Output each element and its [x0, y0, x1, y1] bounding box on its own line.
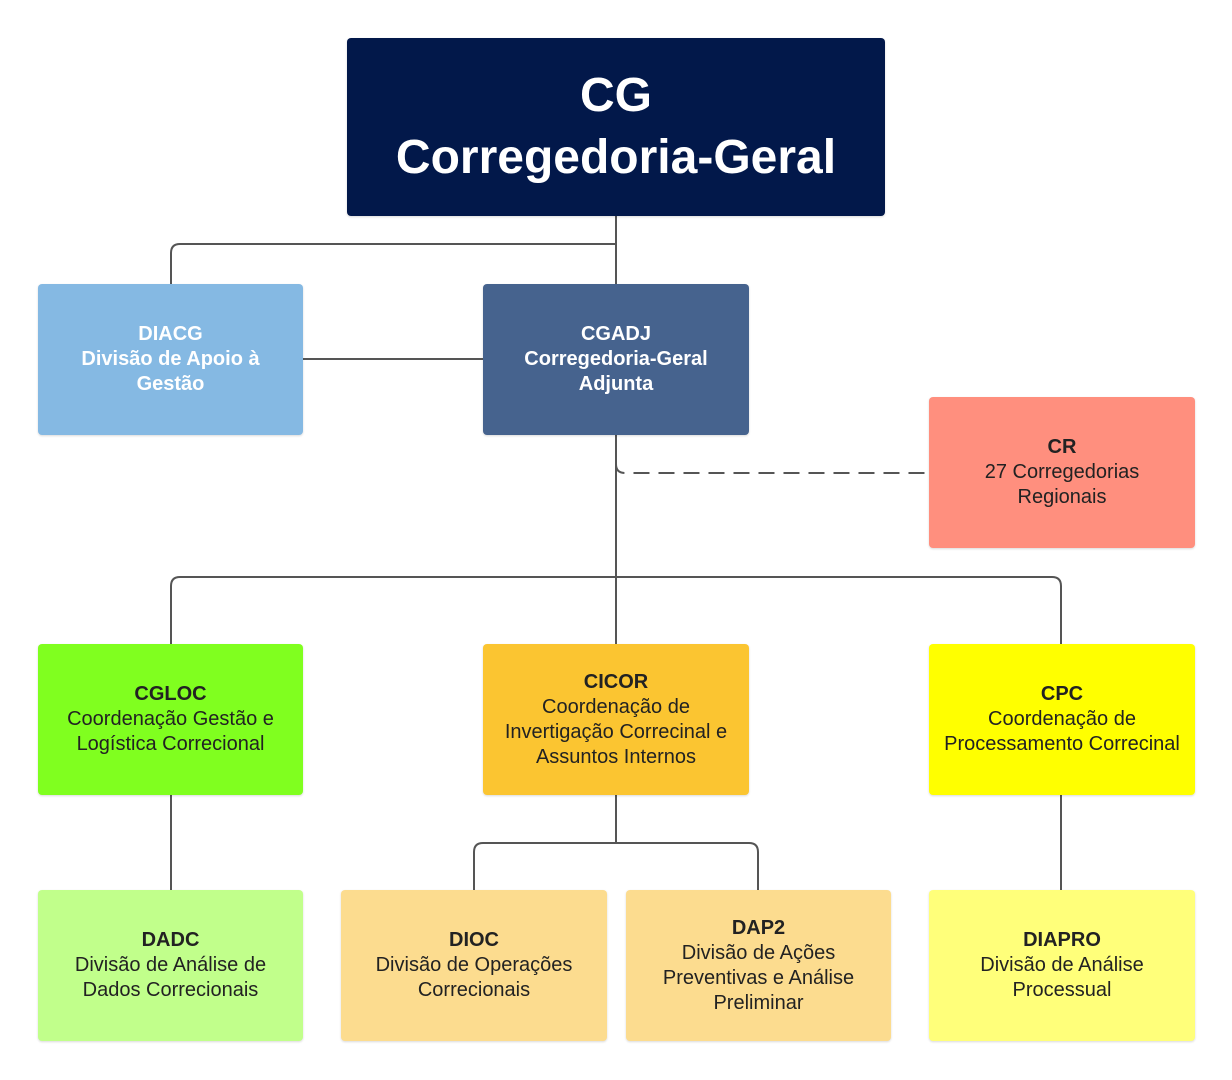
node-dadc-code: DADC: [141, 929, 200, 951]
node-cg-code: CG: [580, 69, 652, 122]
node-diacg: DIACG Divisão de Apoio à Gestão: [38, 284, 303, 435]
node-dadc: DADC Divisão de Análise de Dados Correci…: [38, 890, 303, 1041]
node-cicor-name: Coordenação de Invertigação Correcinal e…: [504, 695, 728, 768]
node-dioc: DIOC Divisão de Operações Correcionais: [341, 890, 607, 1041]
node-cicor: CICOR Coordenação de Invertigação Correc…: [483, 644, 749, 795]
node-cgloc: CGLOC Coordenação Gestão e Logística Cor…: [38, 644, 303, 795]
node-cgadj-name: Corregedoria-Geral Adjunta: [524, 348, 708, 395]
node-dap2-code: DAP2: [731, 916, 786, 939]
node-cpc: CPC Coordenação de Processamento Correci…: [929, 644, 1195, 795]
connector-cgadj-cr-dashed: [615, 462, 929, 474]
node-diapro: DIAPRO Divisão de Análise Processual: [929, 890, 1195, 1041]
connector-cg-diacg: [170, 243, 616, 284]
node-dap2: DAP2 Divisão de Ações Preventivas e Anál…: [626, 890, 891, 1041]
node-cr-code: CR: [1047, 436, 1077, 458]
node-cgloc-code: CGLOC: [134, 683, 207, 705]
node-cgadj: CGADJ Corregedoria-Geral Adjunta: [483, 284, 749, 435]
node-diapro-name: Divisão de Análise Processual: [980, 954, 1144, 1001]
node-diacg-code: DIACG: [138, 323, 203, 345]
node-cr-name: 27 Corregedorias Regionais: [984, 461, 1140, 508]
node-cgadj-code: CGADJ: [580, 323, 651, 345]
node-diapro-code: DIAPRO: [1023, 929, 1101, 951]
node-cicor-code: CICOR: [583, 670, 649, 693]
node-diacg-name: Divisão de Apoio à Gestão: [81, 348, 260, 395]
node-cg: CG Corregedoria-Geral: [347, 38, 885, 216]
node-cpc-name: Coordenação de Processamento Correcinal: [944, 708, 1180, 755]
node-cgloc-name: Coordenação Gestão e Logística Correcion…: [67, 708, 274, 755]
node-cr: CR 27 Corregedorias Regionais: [929, 397, 1195, 548]
node-cg-name: Corregedoria-Geral: [395, 131, 837, 184]
connector-cicor-divisions: [473, 842, 759, 890]
node-dioc-code: DIOC: [449, 929, 499, 951]
node-cpc-code: CPC: [1040, 683, 1084, 705]
node-dap2-name: Divisão de Ações Preventivas e Análise P…: [662, 941, 855, 1014]
node-dadc-name: Divisão de Análise de Dados Correcionais: [74, 954, 267, 1001]
node-dioc-name: Divisão de Operações Correcionais: [375, 954, 573, 1001]
